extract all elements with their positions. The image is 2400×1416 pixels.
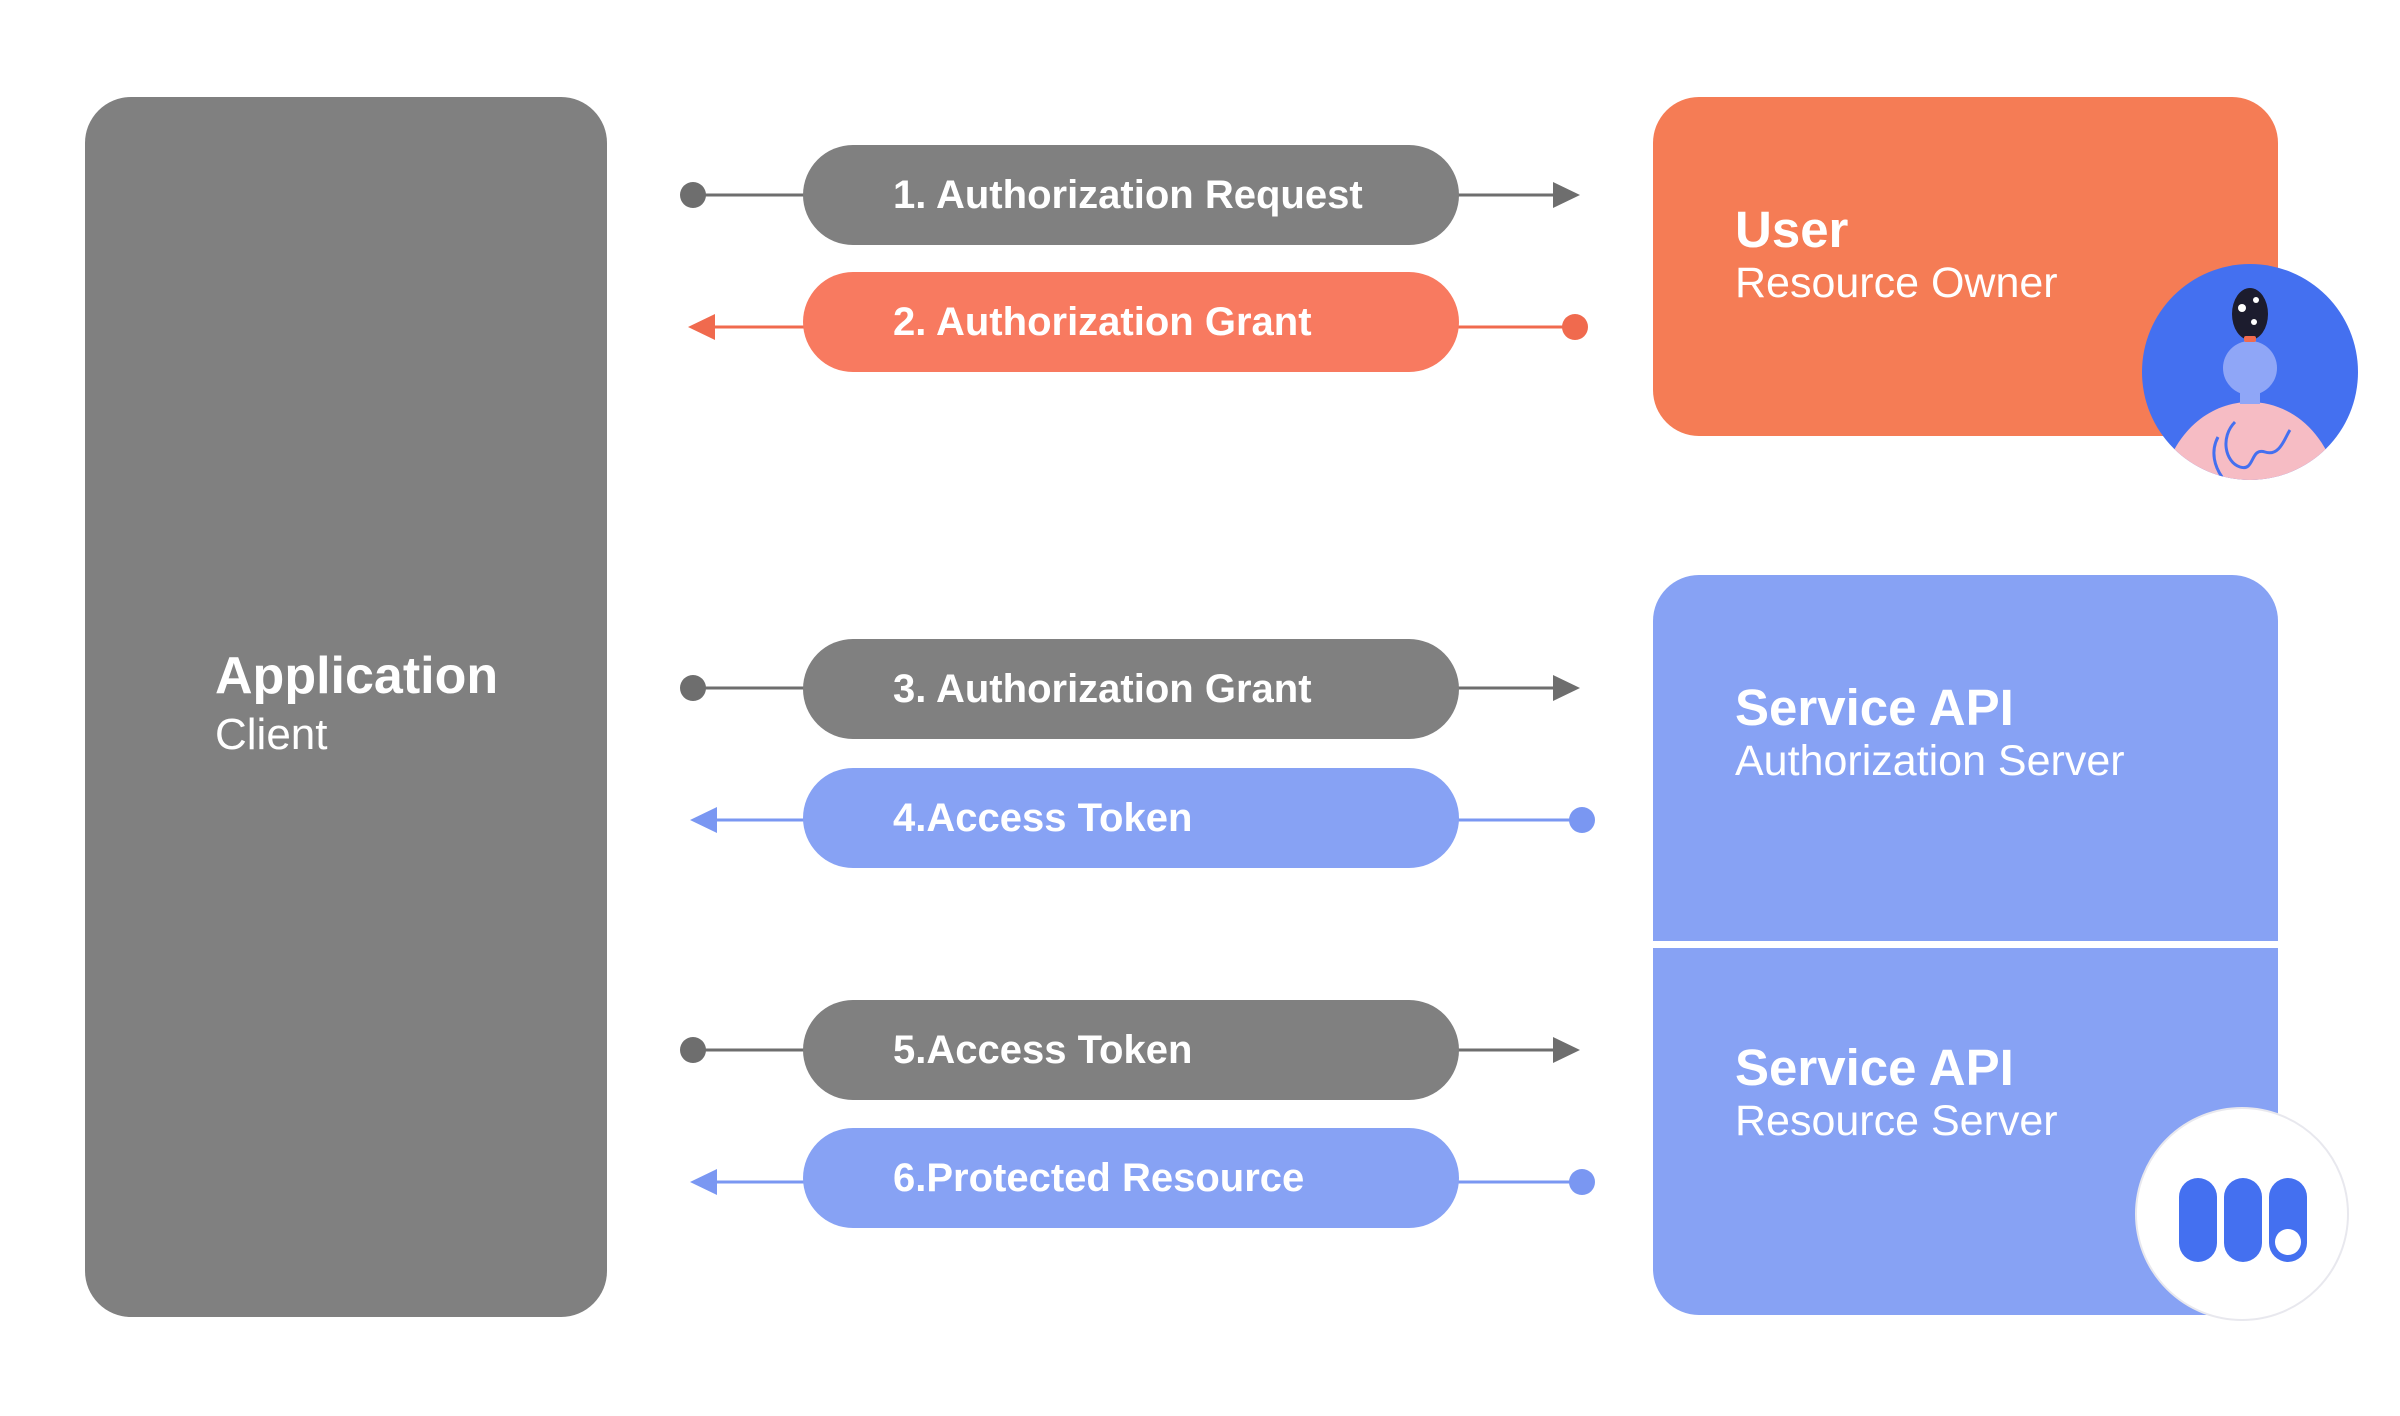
step-2-arrowhead	[688, 314, 715, 340]
client-subtitle: Client	[215, 710, 328, 759]
brand-logo-icon	[2135, 1107, 2349, 1321]
resource-server-subtitle: Resource Server	[1735, 1097, 2058, 1145]
user-label: User Resource Owner	[1735, 202, 2058, 308]
step-1-pill: 1. Authorization Request	[803, 145, 1459, 245]
user-subtitle: Resource Owner	[1735, 259, 2058, 307]
authorization-server-title: Service API	[1735, 679, 2014, 736]
authorization-server-subtitle: Authorization Server	[1735, 737, 2125, 785]
authorization-server-label: Service API Authorization Server	[1735, 680, 2125, 786]
authorization-server-box: Service API Authorization Server	[1653, 575, 2278, 941]
step-3-arrowhead	[1553, 675, 1580, 701]
step-5-pill: 5.Access Token	[803, 1000, 1459, 1100]
user-avatar-icon	[2142, 264, 2358, 480]
step-6-pill: 6.Protected Resource	[803, 1128, 1459, 1228]
client-title: Application	[215, 647, 499, 705]
step-2-pill: 2. Authorization Grant	[803, 272, 1459, 372]
step-5-start-dot	[680, 1037, 706, 1063]
user-title: User	[1735, 201, 1849, 258]
step-1-start-dot	[680, 182, 706, 208]
step-3-pill: 3. Authorization Grant	[803, 639, 1459, 739]
step-3-start-dot	[680, 675, 706, 701]
step-2-start-dot	[1562, 314, 1588, 340]
step-4-arrowhead	[690, 807, 717, 833]
client-label: Application Client	[215, 645, 498, 763]
resource-server-title: Service API	[1735, 1039, 2014, 1096]
step-1-arrowhead	[1553, 182, 1580, 208]
step-6-start-dot	[1569, 1169, 1595, 1195]
client-box: Application Client	[85, 97, 607, 1317]
step-4-start-dot	[1569, 807, 1595, 833]
step-5-arrowhead	[1553, 1037, 1580, 1063]
step-6-arrowhead	[690, 1169, 717, 1195]
resource-server-box: Service API Resource Server	[1653, 948, 2278, 1315]
step-4-pill: 4.Access Token	[803, 768, 1459, 868]
resource-server-label: Service API Resource Server	[1735, 1040, 2058, 1146]
